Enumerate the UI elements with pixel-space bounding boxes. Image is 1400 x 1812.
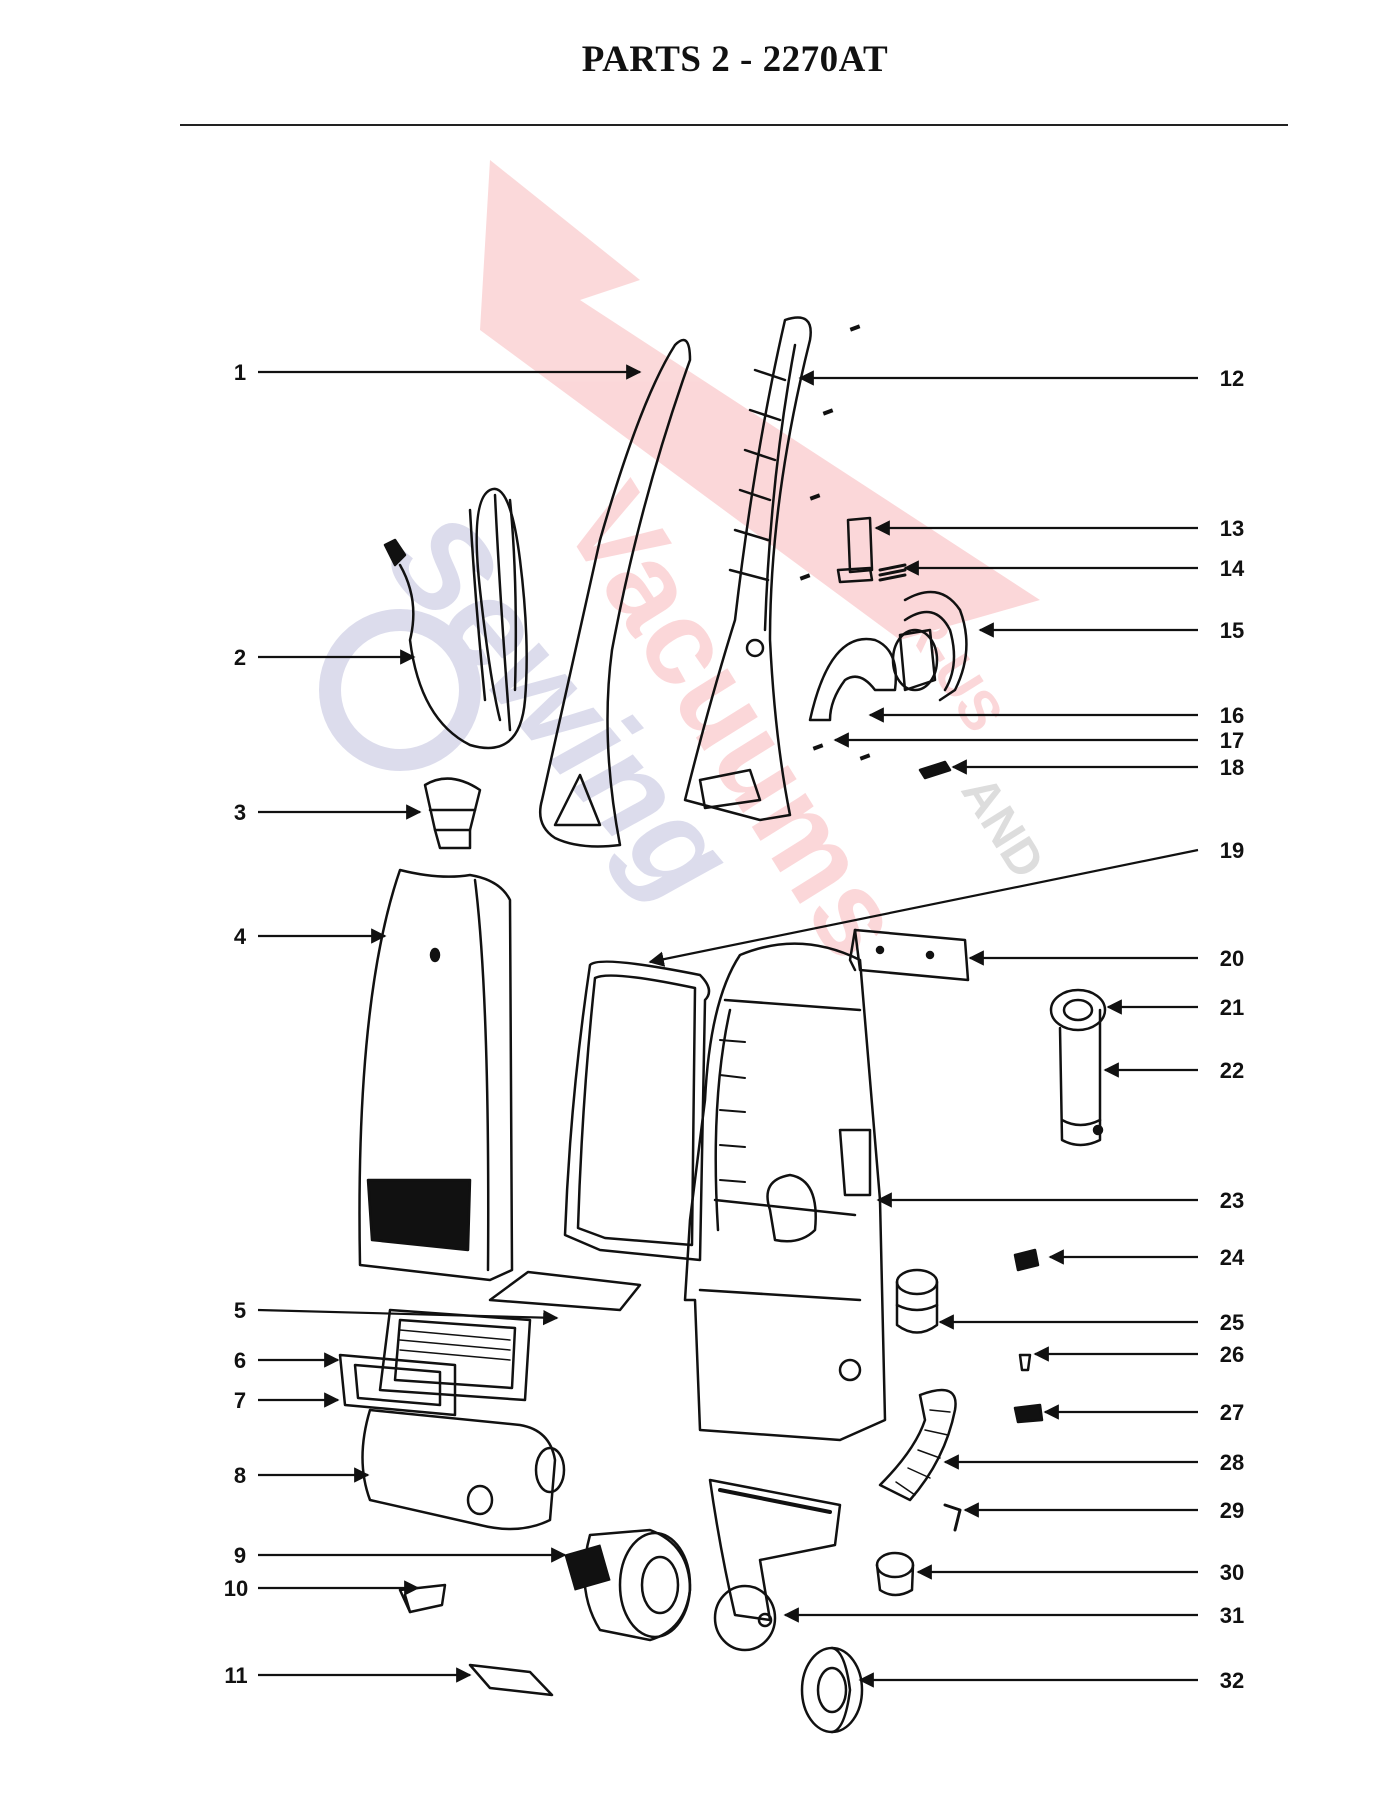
callout-23: 23 [1220, 1188, 1244, 1213]
callout-20: 20 [1220, 946, 1244, 971]
part-22-tube [1058, 1008, 1104, 1147]
callout-31: 31 [1220, 1603, 1244, 1628]
callout-19: 19 [1220, 838, 1244, 863]
callout-17: 17 [1220, 728, 1244, 753]
part-18-switch [918, 760, 952, 780]
callout-labels: 1 2 3 4 5 6 7 8 9 10 11 12 13 14 15 16 1… [224, 360, 1245, 1693]
callout-32: 32 [1220, 1668, 1244, 1693]
callout-28: 28 [1220, 1450, 1244, 1475]
callout-3: 3 [234, 800, 246, 825]
callout-30: 30 [1220, 1560, 1244, 1585]
page-title: PARTS 2 - 2270AT [581, 39, 889, 80]
part-25-coupling [895, 1268, 939, 1334]
part-32-wheel [800, 1646, 864, 1734]
part-10-clip [398, 1583, 447, 1614]
callout-24: 24 [1220, 1245, 1245, 1270]
callout-18: 18 [1220, 755, 1244, 780]
part-19-gasket [563, 960, 711, 1262]
callout-26: 26 [1220, 1342, 1244, 1367]
part-5-tray [488, 1270, 642, 1312]
part-28-flex-hose [878, 1388, 957, 1502]
callout-29: 29 [1220, 1498, 1244, 1523]
callout-5: 5 [234, 1298, 246, 1323]
callout-16: 16 [1220, 703, 1244, 728]
callout-22: 22 [1220, 1058, 1244, 1083]
part-29-pin [943, 1503, 962, 1532]
part-31-nozzle-base [708, 1478, 842, 1652]
part-24-clip [1013, 1248, 1040, 1272]
part-16-curved-cover [808, 637, 898, 722]
callout-10: 10 [224, 1576, 248, 1601]
callout-1: 1 [234, 360, 246, 385]
callout-25: 25 [1220, 1310, 1244, 1335]
callout-8: 8 [234, 1463, 246, 1488]
title-divider [180, 124, 1288, 126]
part-14-spring [878, 563, 907, 582]
callout-14: 14 [1220, 556, 1245, 581]
callout-7: 7 [234, 1388, 246, 1413]
callout-13: 13 [1220, 516, 1244, 541]
watermark-logo: Vacuums R-US AND Sewing [319, 160, 1056, 981]
screws-handle [799, 324, 871, 761]
part-27-clip [1013, 1403, 1044, 1424]
part-20-switch-box [848, 928, 970, 982]
part-12-rear-handle [683, 316, 812, 822]
part-26-plug [1018, 1353, 1032, 1372]
part-1-handle-cover [538, 338, 692, 848]
part-3-cord-hook [423, 777, 482, 850]
callout-27: 27 [1220, 1400, 1244, 1425]
callout-11: 11 [224, 1663, 247, 1688]
part-23-main-body [683, 942, 887, 1442]
part-4-front-cover [358, 868, 514, 1282]
part-2-power-cord [383, 487, 528, 750]
callout-12: 12 [1220, 366, 1244, 391]
callout-4: 4 [234, 924, 247, 949]
callout-2: 2 [234, 645, 246, 670]
callout-9: 9 [234, 1543, 246, 1568]
part-11-label-plate [468, 1663, 554, 1697]
part-9-motor [564, 1528, 692, 1642]
part-8-motor-housing [361, 1408, 566, 1531]
callout-15: 15 [1220, 618, 1244, 643]
watermark-word-3: AND [951, 766, 1056, 888]
part-7-filter-door [338, 1353, 457, 1417]
part-13-latch [836, 516, 874, 584]
callout-6: 6 [234, 1348, 246, 1373]
leader-lines [257, 364, 1199, 1688]
callout-21: 21 [1220, 995, 1244, 1020]
part-21-elbow [1049, 988, 1107, 1032]
part-30-bushing [875, 1551, 915, 1597]
